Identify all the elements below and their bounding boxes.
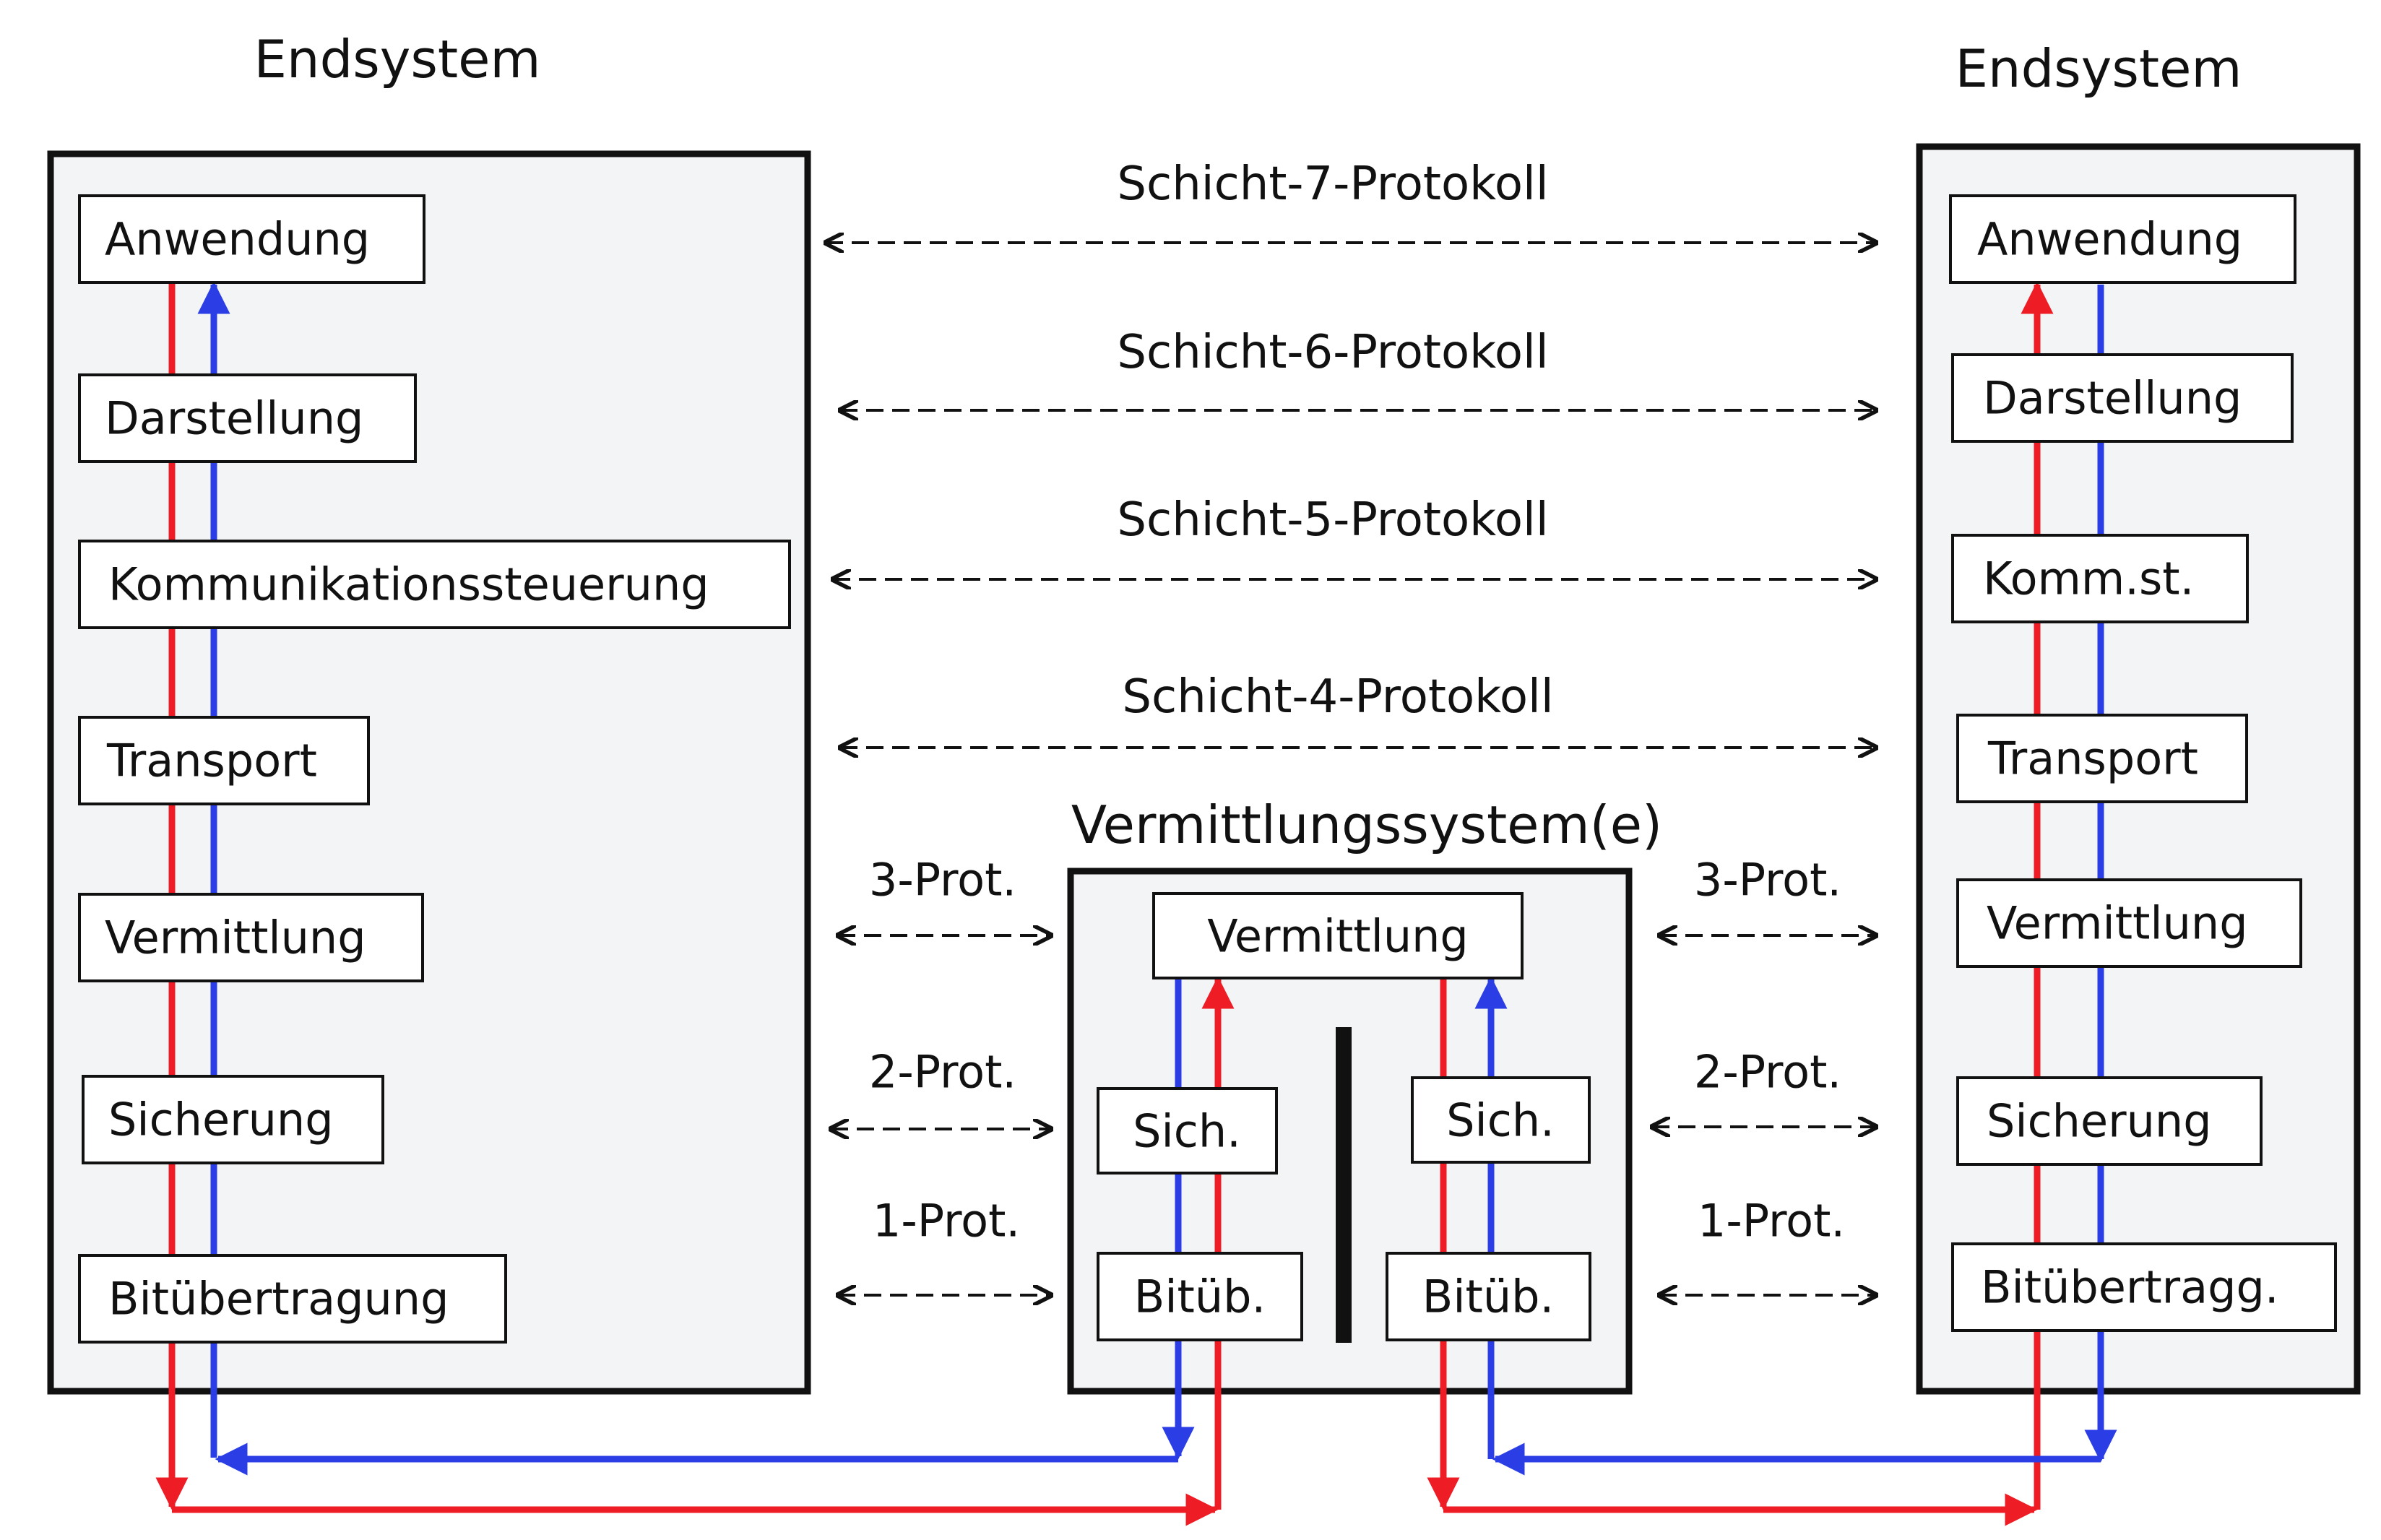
svg-text:Sich.: Sich. <box>1446 1094 1555 1147</box>
left-layer-application: Anwendung <box>78 194 425 284</box>
hop-label-1-left: 1-Prot. <box>873 1195 1020 1247</box>
svg-text:Anwendung: Anwendung <box>1977 213 2242 266</box>
left-layer-data-link: Sicherung <box>82 1075 384 1164</box>
svg-text:Vermittlung: Vermittlung <box>105 912 366 964</box>
svg-text:Transport: Transport <box>106 735 317 787</box>
svg-text:Vermittlung: Vermittlung <box>1987 897 2248 950</box>
svg-text:Transport: Transport <box>1987 732 2198 785</box>
svg-text:Anwendung: Anwendung <box>105 213 370 266</box>
right-layer-presentation: Darstellung <box>1951 353 2294 443</box>
left-layer-transport: Transport <box>78 716 370 805</box>
right-layer-transport: Transport <box>1956 714 2248 803</box>
hop-label-2-right: 2-Prot. <box>1694 1046 1841 1099</box>
right-layer-application: Anwendung <box>1949 194 2296 284</box>
svg-text:Bitübertragung: Bitübertragung <box>108 1273 449 1325</box>
right-layer-data-link: Sicherung <box>1956 1076 2263 1166</box>
left-layer-physical: Bitübertragung <box>78 1254 507 1344</box>
middle-right-data-link: Sich. <box>1411 1076 1591 1164</box>
svg-text:Bitüb.: Bitüb. <box>1134 1271 1266 1323</box>
svg-text:Darstellung: Darstellung <box>105 392 363 445</box>
middle-right-physical: Bitüb. <box>1386 1252 1591 1341</box>
svg-text:Sich.: Sich. <box>1133 1105 1241 1158</box>
hop-label-2-left: 2-Prot. <box>869 1046 1016 1099</box>
svg-text:Vermittlung: Vermittlung <box>1207 910 1469 963</box>
hop-label-1-right: 1-Prot. <box>1698 1195 1845 1247</box>
svg-text:Darstellung: Darstellung <box>1983 372 2242 425</box>
middle-layer-network: Vermittlung <box>1152 892 1524 979</box>
svg-text:Bitübertragg.: Bitübertragg. <box>1981 1261 2279 1314</box>
svg-text:Kommunikationssteuerung: Kommunikationssteuerung <box>108 558 709 611</box>
middle-left-physical: Bitüb. <box>1097 1252 1303 1341</box>
middle-separator-bar <box>1336 1027 1352 1343</box>
hop-label-3-left: 3-Prot. <box>869 854 1016 907</box>
right-system-title: Endsystem <box>1955 38 2242 99</box>
left-system-title: Endsystem <box>254 29 540 90</box>
middle-system-title: Vermittlungssystem(e) <box>1071 795 1662 855</box>
protocol-label-5: Schicht-5-Protokoll <box>1117 493 1548 547</box>
protocol-label-7: Schicht-7-Protokoll <box>1117 157 1548 211</box>
svg-text:Sicherung: Sicherung <box>1987 1095 2212 1148</box>
right-layer-physical: Bitübertragg. <box>1951 1242 2337 1332</box>
left-layer-session: Kommunikationssteuerung <box>78 540 791 629</box>
right-layer-network: Vermittlung <box>1956 878 2302 968</box>
protocol-label-6: Schicht-6-Protokoll <box>1117 326 1548 379</box>
protocol-label-4: Schicht-4-Protokoll <box>1122 670 1553 724</box>
svg-text:Sicherung: Sicherung <box>108 1094 334 1146</box>
right-layer-session: Komm.st. <box>1951 534 2249 623</box>
left-layer-network: Vermittlung <box>78 893 424 982</box>
svg-text:Bitüb.: Bitüb. <box>1422 1271 1554 1323</box>
hop-label-3-right: 3-Prot. <box>1694 854 1841 907</box>
left-layer-presentation: Darstellung <box>78 373 417 463</box>
middle-left-data-link: Sich. <box>1097 1087 1278 1175</box>
svg-text:Komm.st.: Komm.st. <box>1983 553 2194 605</box>
